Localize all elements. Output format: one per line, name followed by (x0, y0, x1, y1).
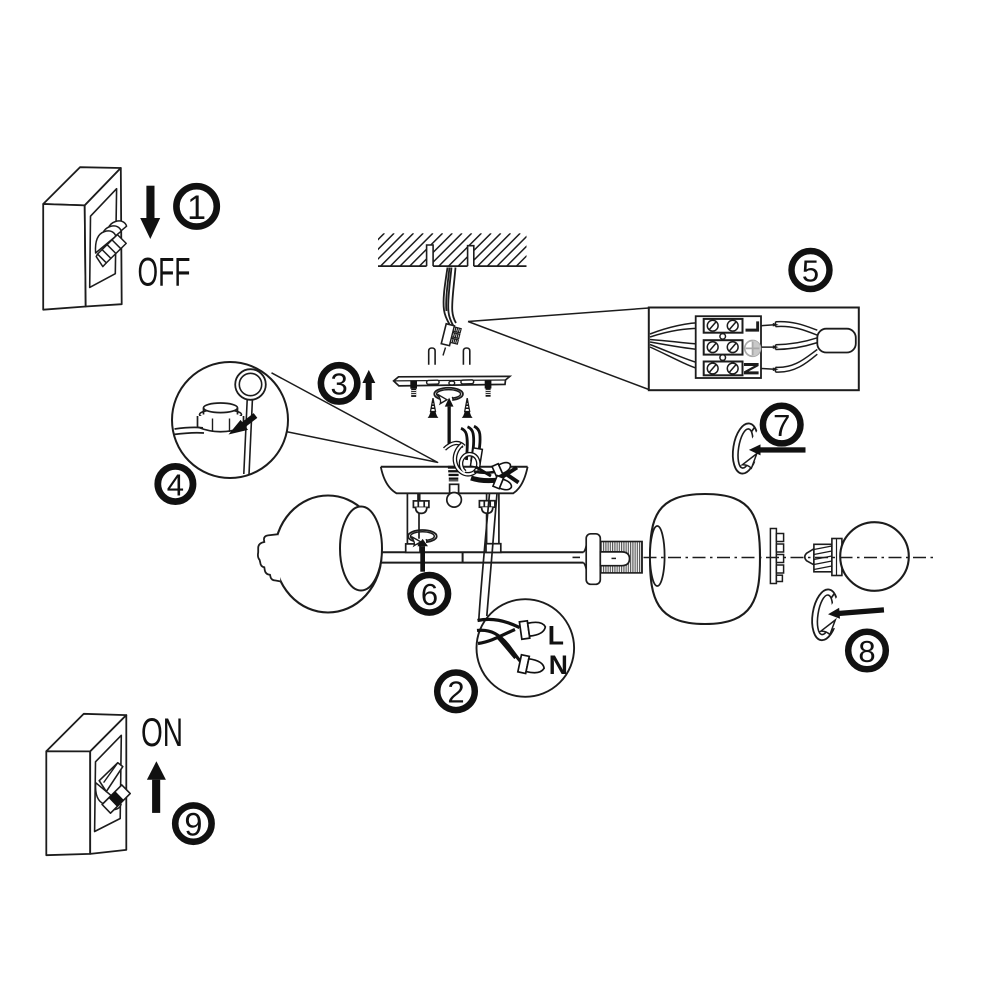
svg-text:5: 5 (802, 253, 819, 288)
svg-text:OFF: OFF (138, 250, 191, 294)
svg-text:N: N (549, 650, 568, 680)
svg-text:ON: ON (141, 711, 183, 755)
svg-text:3: 3 (330, 367, 347, 402)
svg-text:2: 2 (447, 675, 464, 710)
svg-text:1: 1 (187, 189, 206, 227)
svg-text:8: 8 (858, 634, 875, 669)
svg-text:4: 4 (167, 467, 184, 502)
svg-text:7: 7 (773, 408, 790, 443)
svg-text:6: 6 (421, 577, 438, 612)
svg-text:9: 9 (184, 806, 202, 842)
svg-text:L: L (548, 621, 564, 651)
